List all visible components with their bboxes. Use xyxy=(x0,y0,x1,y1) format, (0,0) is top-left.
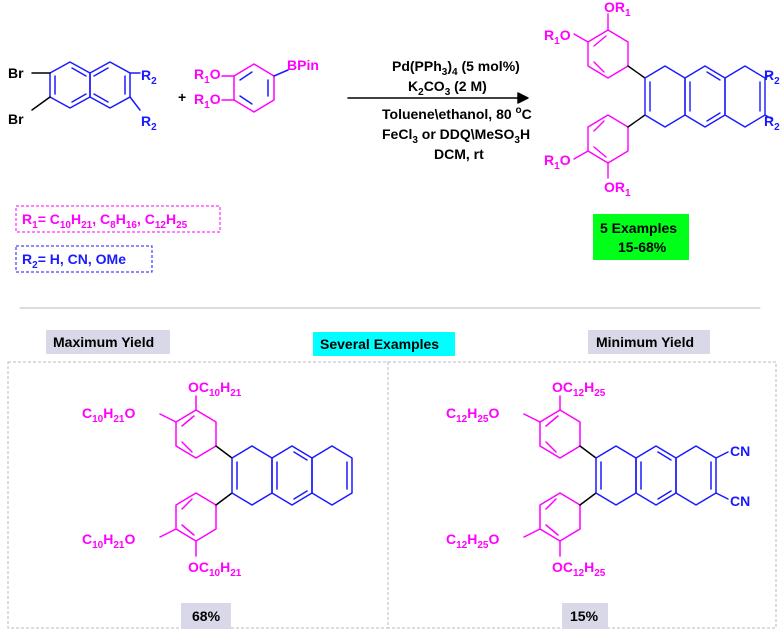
bpin-label: BPin xyxy=(287,57,319,73)
ex1-c10h21o-lower: C10H21O xyxy=(82,531,136,551)
ex2-cn-bottom: CN xyxy=(730,493,750,509)
several-examples-label: Several Examples xyxy=(320,336,439,352)
product-r1o-lower: R1O xyxy=(544,152,571,172)
reactant-aryl-boronate xyxy=(221,63,289,113)
product-structure xyxy=(573,13,773,179)
r2-label-top: R2 xyxy=(141,67,157,87)
max-yield-label-box xyxy=(46,330,170,354)
yield-badge-15 xyxy=(562,603,608,629)
product-r2-top: R2 xyxy=(764,67,780,87)
min-yield-label: Minimum Yield xyxy=(596,334,694,350)
condition-oxidant: FeCl3 or DDQ\MeSO3H xyxy=(382,126,530,146)
condition-solvent: Toluene\ethanol, 80 oC xyxy=(382,105,532,122)
ex2-oc12h25-bottom: OC12H25 xyxy=(552,559,606,579)
condition-base: K2CO3 (2 M) xyxy=(408,78,487,98)
examples-count-box xyxy=(593,214,689,260)
plus-sign: + xyxy=(178,89,186,105)
several-examples-label-box xyxy=(313,332,455,356)
ex1-c10h21o-upper: C10H21O xyxy=(82,405,136,425)
br-label-bottom: Br xyxy=(8,111,24,127)
r2-definition-box xyxy=(15,245,153,273)
br-label-top: Br xyxy=(8,65,24,81)
condition-catalyst: Pd(PPh3)4 (5 mol%) xyxy=(392,58,520,78)
ex2-oc12h25-top: OC12H25 xyxy=(552,379,606,399)
examples-frame-right xyxy=(387,361,777,629)
arrowhead xyxy=(517,92,529,104)
ex2-yield: 15% xyxy=(570,608,599,624)
r1-definition: R1= C10H21, C8H16, C12H25 xyxy=(22,211,188,231)
min-yield-label-box xyxy=(588,330,710,354)
product-or1-top: OR1 xyxy=(604,0,631,19)
max-yield-label: Maximum Yield xyxy=(53,334,154,350)
product-r1o-upper: R1O xyxy=(544,27,571,47)
ex2-cn-top: CN xyxy=(730,443,750,459)
r2-label-bottom: R2 xyxy=(141,113,157,133)
reactant-dibromonaphthalene xyxy=(31,61,141,111)
r2-definition: R2= H, CN, OMe xyxy=(22,251,126,271)
ex1-oc10h21-top: OC10H21 xyxy=(188,379,242,399)
ex1-yield: 68% xyxy=(192,608,221,624)
condition-dcm: DCM, rt xyxy=(434,146,484,162)
r1-definition-box xyxy=(15,205,221,233)
product-or1-bottom: OR1 xyxy=(604,179,631,199)
example-min-yield-structure xyxy=(523,395,729,557)
r1o-label-top: R1O xyxy=(194,66,221,86)
ex2-c12h25o-lower: C12H25O xyxy=(446,531,500,551)
ex1-oc10h21-bottom: OC10H21 xyxy=(188,559,242,579)
examples-count: 5 Examples xyxy=(600,220,677,236)
ex2-c12h25o-upper: C12H25O xyxy=(446,405,500,425)
yield-badge-68 xyxy=(181,603,231,629)
product-r2-bottom: R2 xyxy=(764,113,780,133)
example-max-yield-structure xyxy=(159,395,353,557)
r1o-label-bottom: R1O xyxy=(194,91,221,111)
examples-yield-range: 15-68% xyxy=(618,239,667,255)
